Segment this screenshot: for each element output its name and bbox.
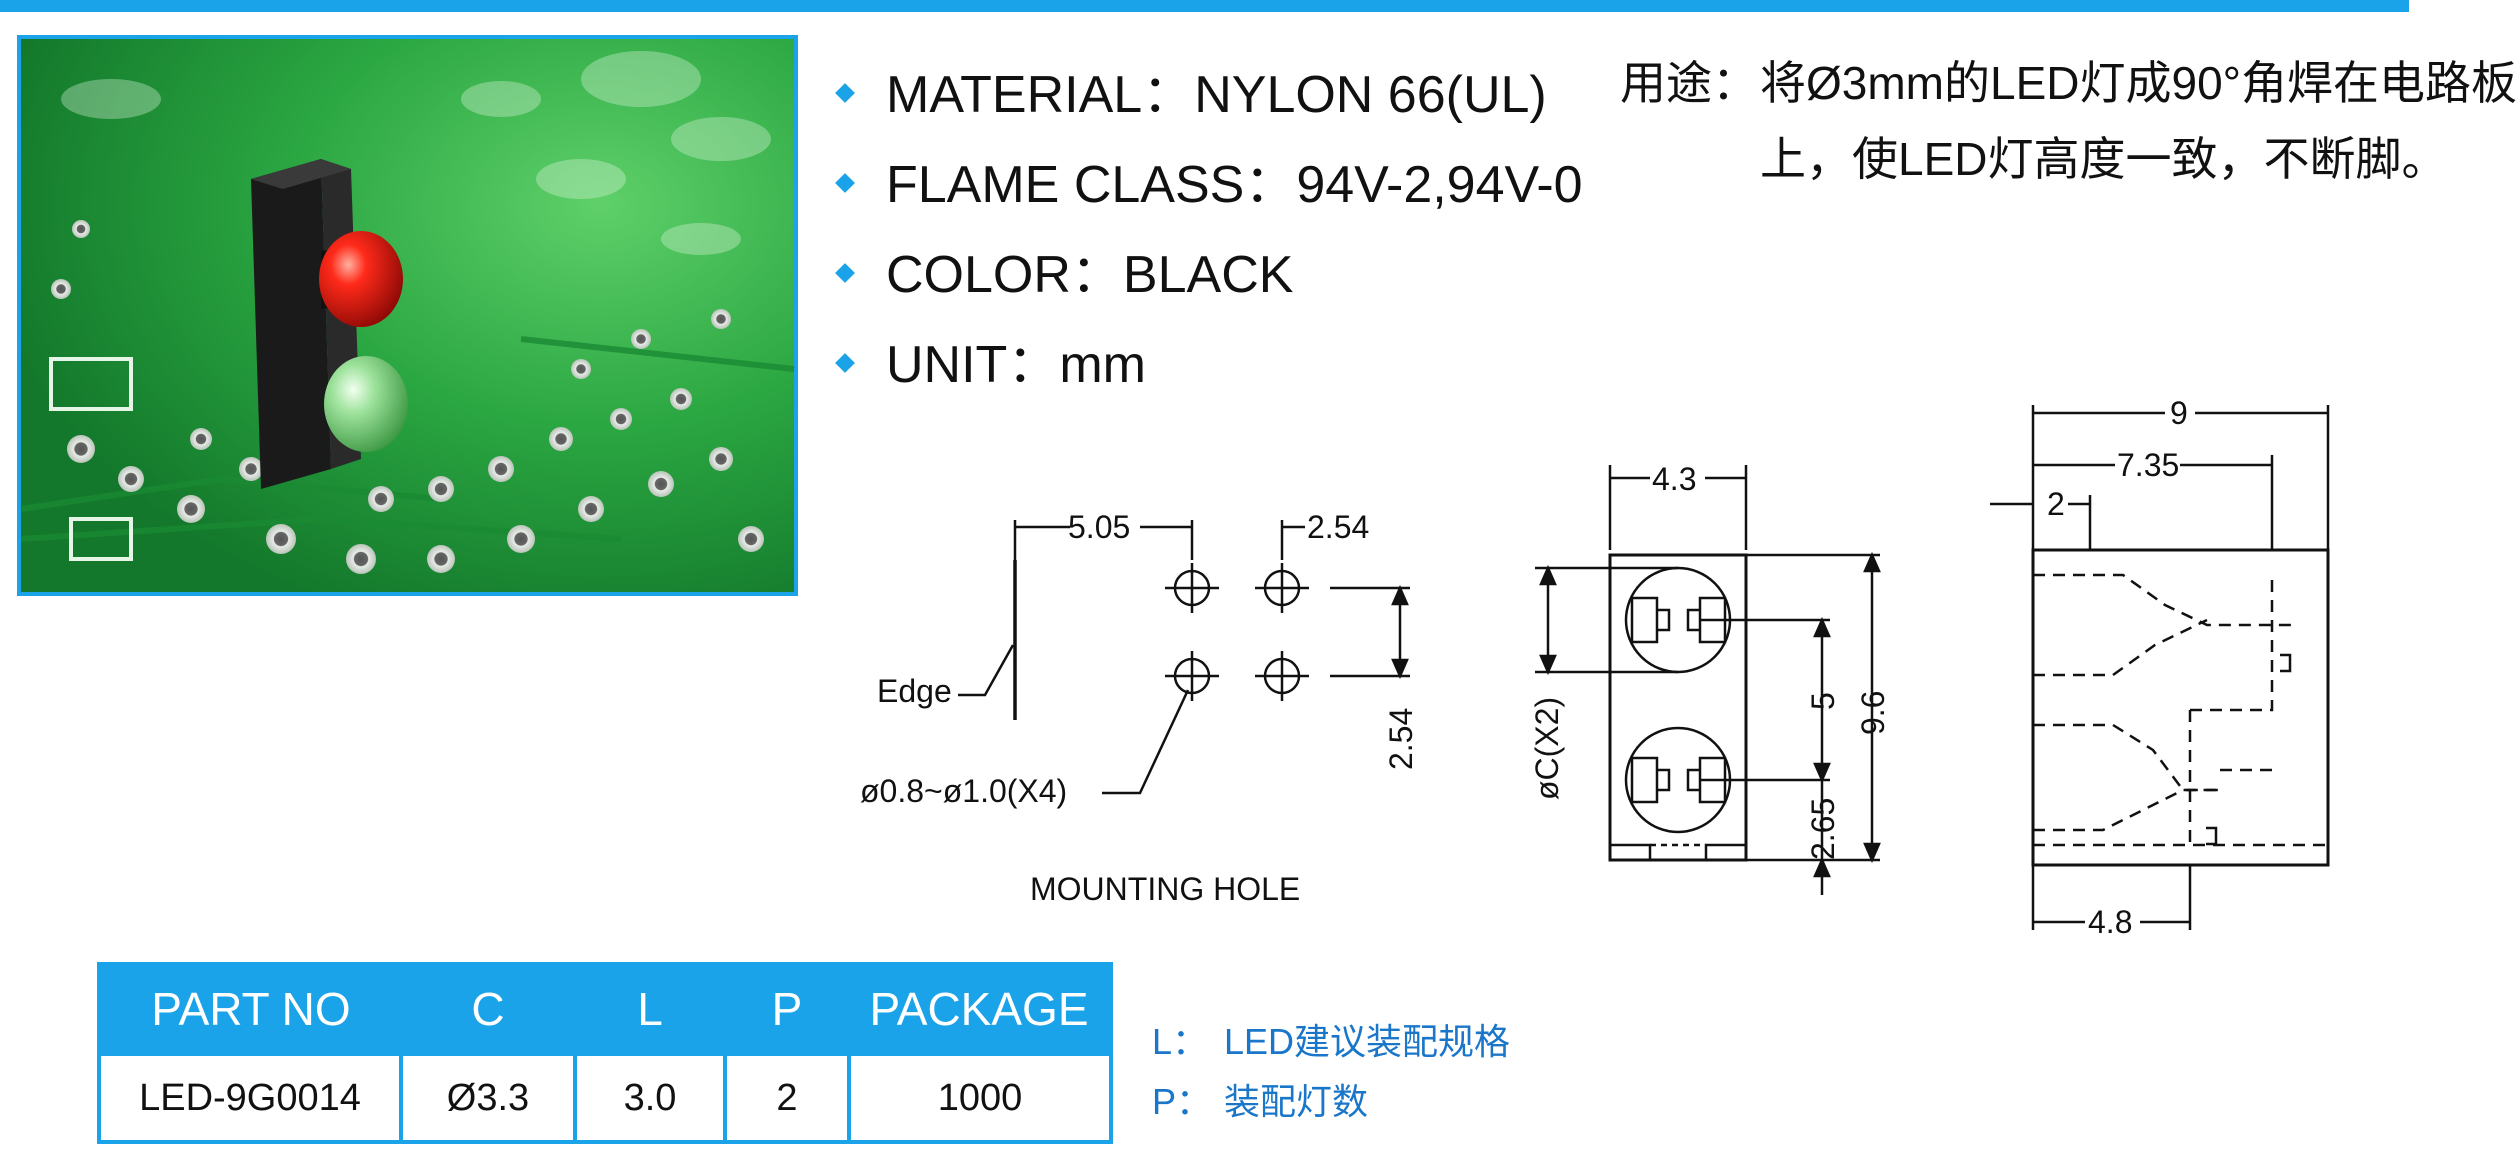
dim-vertical-label: 2.54 — [1383, 708, 1419, 770]
side-inner-label: 7.35 — [2117, 447, 2179, 483]
mounting-hole-title: MOUNTING HOLE — [1030, 871, 1300, 907]
table-header-row: PART NO C L P PACKAGE — [99, 964, 1111, 1054]
cell-p: 2 — [723, 1052, 851, 1144]
front-height-label: 9.6 — [1855, 691, 1891, 735]
spec-label: UNIT： — [886, 336, 1060, 394]
front-pitch-label: 5 — [1805, 692, 1841, 710]
front-bottom-label: 2.65 — [1805, 798, 1841, 860]
col-header-l: L — [575, 964, 725, 1054]
front-c-label: øC(X2) — [1529, 697, 1565, 800]
product-photo — [17, 35, 798, 596]
spec-value: NYLON 66(UL) — [1194, 66, 1547, 124]
top-accent-bar — [0, 0, 2409, 12]
cell-c: Ø3.3 — [399, 1052, 577, 1144]
dim-pitch-label: 5.05 — [1068, 509, 1130, 545]
side-total-label: 9 — [2170, 395, 2188, 431]
edge-label: Edge — [877, 673, 952, 709]
spec-label: MATERIAL： — [886, 66, 1195, 124]
usage-text: 将Ø3mm的LED灯成90°角焊在电路板上，使LED灯高度一致，不断脚。 — [1760, 57, 2518, 185]
note-key: L： — [1152, 1021, 1209, 1062]
side-view-drawing: 9 7.35 2 4.8 — [1990, 395, 2330, 940]
col-header-p: P — [725, 964, 849, 1054]
spec-color: COLOR：BLACK — [830, 230, 1583, 320]
led-holder-photo-image — [20, 39, 795, 592]
note-l: L： LED建议装配规格 — [1152, 1012, 1510, 1072]
note-key: P： — [1152, 1081, 1213, 1122]
usage-label: 用途： — [1620, 57, 1758, 109]
mounting-hole-drawing: 5.05 2.54 2.54 Edge ø0.8~ø1.0(X4) MOUNTI… — [860, 509, 1419, 907]
note-p: P： 装配灯数 — [1152, 1072, 1510, 1132]
front-view-drawing: 4.3 øC(X2) 5 9.6 2.65 — [1529, 461, 1891, 895]
col-header-c: C — [401, 964, 575, 1054]
hole-label: ø0.8~ø1.0(X4) — [860, 773, 1067, 809]
spec-value: 94V-2,94V-0 — [1296, 156, 1583, 214]
spec-list: MATERIAL：NYLON 66(UL) FLAME CLASS：94V-2,… — [830, 50, 1583, 410]
spec-label: COLOR： — [886, 246, 1123, 304]
spec-value: mm — [1059, 336, 1146, 394]
spec-flame-class: FLAME CLASS：94V-2,94V-0 — [830, 140, 1583, 230]
spec-label: FLAME CLASS： — [886, 156, 1297, 214]
col-header-package: PACKAGE — [849, 964, 1111, 1054]
cell-l: 3.0 — [573, 1052, 727, 1144]
parts-table: PART NO C L P PACKAGE LED-9G0014 Ø3.3 3.… — [97, 962, 1113, 1144]
technical-drawings: 5.05 2.54 2.54 Edge ø0.8~ø1.0(X4) MOUNTI… — [860, 395, 2330, 940]
spec-value: BLACK — [1122, 246, 1294, 304]
front-width-label: 4.3 — [1652, 461, 1696, 497]
notes: L： LED建议装配规格 P： 装配灯数 — [1152, 1012, 1510, 1132]
note-text: LED建议装配规格 — [1224, 1021, 1511, 1062]
note-text: 装配灯数 — [1224, 1081, 1369, 1122]
side-bottom-label: 4.8 — [2088, 904, 2132, 940]
side-offset-label: 2 — [2047, 486, 2065, 522]
col-header-part-no: PART NO — [99, 964, 401, 1054]
table-row: LED-9G0014 Ø3.3 3.0 2 1000 — [97, 1052, 1113, 1144]
spec-material: MATERIAL：NYLON 66(UL) — [830, 50, 1583, 140]
spec-unit: UNIT：mm — [830, 320, 1583, 410]
cell-part-no: LED-9G0014 — [97, 1052, 403, 1144]
dim-spacing-label: 2.54 — [1307, 509, 1369, 545]
cell-package: 1000 — [847, 1052, 1113, 1144]
